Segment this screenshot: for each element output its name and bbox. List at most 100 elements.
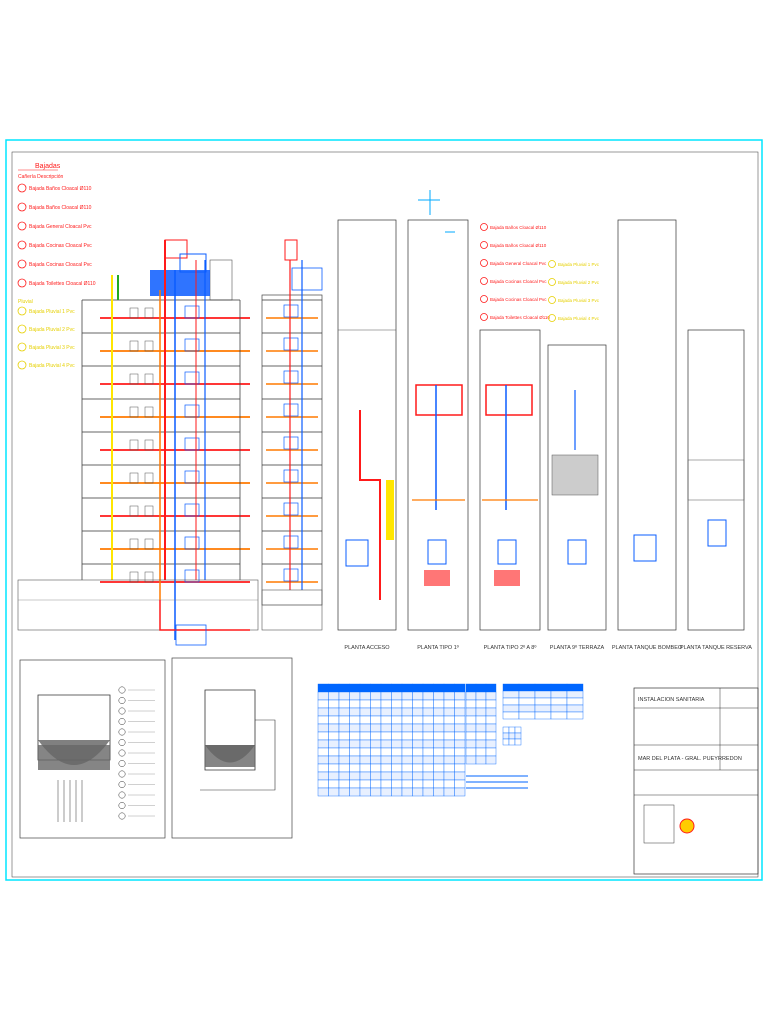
table-cell (518, 683, 536, 692)
detail-marker-icon (118, 812, 126, 820)
table-cell (380, 731, 392, 741)
legend-marker-icon (480, 277, 488, 285)
table-cell (328, 723, 340, 733)
inner-frame (11, 151, 759, 878)
title-block: INSTALACION SANITARIA MAR DEL PLATA - GR… (633, 687, 759, 875)
table-cell (380, 747, 392, 757)
fixture-box (184, 569, 200, 583)
table-cell (359, 715, 371, 725)
table-cell (475, 755, 487, 765)
table-cell (465, 691, 477, 701)
table-cell (380, 739, 392, 749)
table-cell (433, 763, 445, 773)
table-cell (359, 739, 371, 749)
table-cell (359, 723, 371, 733)
table-cell (370, 707, 382, 717)
table-cell (518, 704, 536, 713)
table-cell (359, 747, 371, 757)
window (144, 439, 154, 451)
table-cell (349, 731, 361, 741)
table-cell (412, 691, 424, 701)
table-cell (433, 691, 445, 701)
table-cell (566, 711, 584, 720)
table-cell (502, 711, 520, 720)
legend-red-item: Bajada Cocinas Cloacal Pvc (29, 262, 92, 268)
table-cell (502, 704, 520, 713)
table-cell (502, 726, 510, 734)
window (144, 406, 154, 418)
table-cell (443, 691, 455, 701)
table-cell (328, 739, 340, 749)
legend2-yellow-item: Bajada Pluvial 3 Pvc (558, 298, 600, 303)
table-cell (370, 755, 382, 765)
table-cell (370, 771, 382, 781)
table-cell (443, 707, 455, 717)
table-cell (566, 697, 584, 706)
table-cell (380, 699, 392, 709)
table-cell (338, 755, 350, 765)
table-cell (370, 739, 382, 749)
window (129, 307, 139, 319)
table-cell (433, 699, 445, 709)
legend-red-item: Bajada Toilettes Cloacal Ø110 (29, 281, 96, 287)
table-cell (422, 779, 434, 789)
table-cell (550, 690, 568, 699)
table-cell (443, 731, 455, 741)
table-cell (401, 723, 413, 733)
table-cell (518, 697, 536, 706)
table-cell (454, 723, 466, 733)
table-cell (401, 771, 413, 781)
table-cell (391, 787, 403, 797)
plan-label: PLANTA TANQUE BOMBEO (612, 645, 683, 651)
table-cell (518, 711, 536, 720)
table-cell (349, 747, 361, 757)
table-cell (391, 723, 403, 733)
table-cell (380, 691, 392, 701)
legend-red-item: Bajada Baños Cloacal Ø110 (29, 186, 92, 192)
table-cell (380, 683, 392, 693)
window (144, 505, 154, 517)
detail-marker-icon (118, 760, 126, 767)
table-cell (317, 779, 329, 789)
table-cell (465, 715, 477, 725)
table-cell (465, 755, 477, 765)
table-cell (454, 707, 466, 717)
table-cell (401, 715, 413, 725)
table-cell (391, 683, 403, 693)
fixture-box (283, 436, 299, 450)
table-cell (338, 715, 350, 725)
table-cell (433, 779, 445, 789)
legend-marker-icon (548, 296, 556, 304)
table-cell (391, 763, 403, 773)
project-location: MAR DEL PLATA - GRAL. PUEYRREDON (638, 756, 742, 762)
table-cell (412, 763, 424, 773)
table-cell (349, 707, 361, 717)
table-cell (433, 787, 445, 797)
window (144, 571, 154, 583)
table-cell (370, 763, 382, 773)
legend-top-left: Bajadas Cañería Descripción Bajada Baños… (17, 163, 96, 370)
table-cell (550, 711, 568, 720)
table-cell (465, 747, 477, 757)
plan-label: PLANTA TIPO 2º A 8º (484, 644, 537, 651)
table-cell (349, 771, 361, 781)
table-cell (317, 707, 329, 717)
fixture-box (184, 536, 200, 550)
legend-title: Bajadas (35, 163, 61, 170)
fixture-box (283, 568, 299, 582)
table-cell (433, 731, 445, 741)
table-cell (317, 755, 329, 765)
detail-marker-icon (118, 707, 126, 715)
table-cell (454, 779, 466, 789)
table-cell (328, 715, 340, 725)
table-cell (443, 715, 455, 725)
table-cell (412, 699, 424, 709)
table-cell (391, 699, 403, 709)
table-cell (475, 683, 487, 693)
table-cell (359, 707, 371, 717)
table-cell (370, 731, 382, 741)
table-cell (391, 739, 403, 749)
table-cell (412, 771, 424, 781)
